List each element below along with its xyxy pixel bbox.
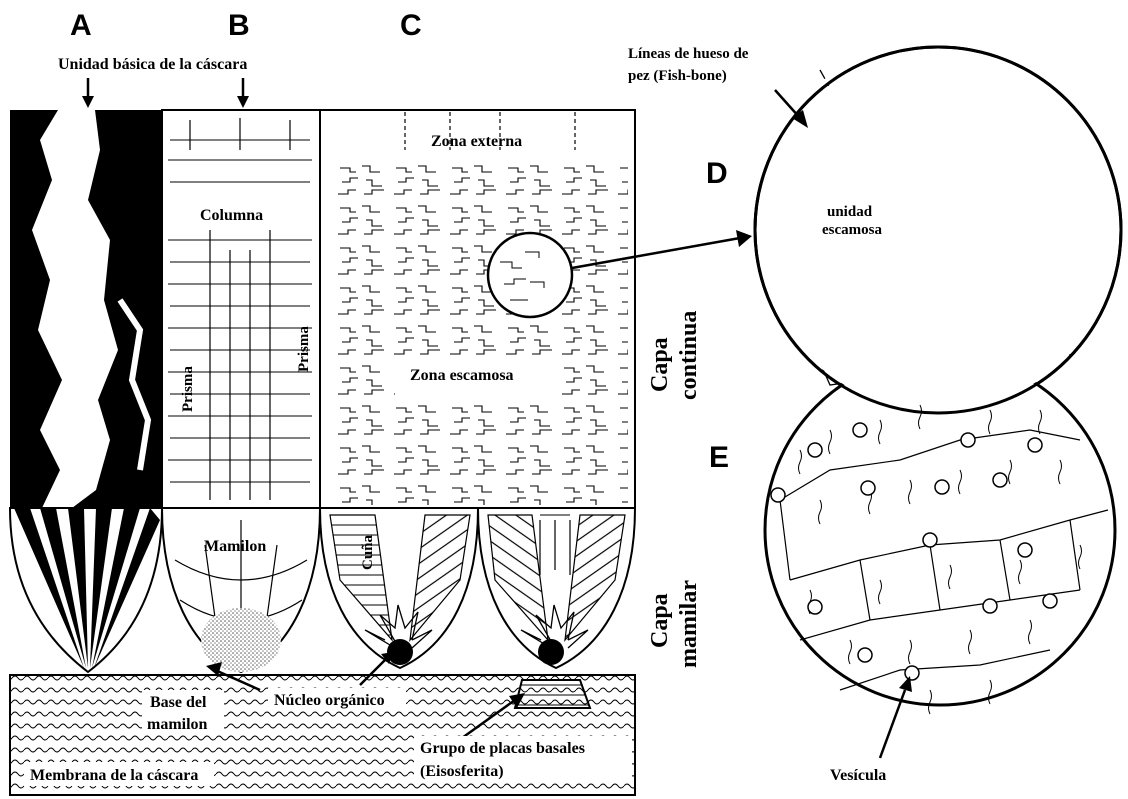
panel-letter-d: D: [706, 157, 728, 190]
label-capa-mamilar-1: Capa: [647, 593, 673, 648]
panel-letter-c: C: [400, 9, 422, 42]
label-zona-escamosa: Zona escamosa: [410, 367, 514, 384]
label-grupo-2: (Eisosferita): [420, 763, 504, 780]
label-lineas-2: pez (Fish-bone): [628, 68, 727, 84]
label-unidad-escamosa-2: escamosa: [822, 222, 882, 238]
label-columna: Columna: [200, 207, 263, 224]
label-lineas-1: Líneas de hueso de: [628, 46, 749, 62]
label-unidad-basica: Unidad básica de la cáscara: [58, 56, 247, 73]
label-prisma-right: Prisma: [296, 326, 312, 372]
label-capa-continua-1: Capa: [647, 337, 673, 392]
label-mamilon: Mamilon: [204, 538, 266, 555]
label-capa-continua-2: continua: [676, 311, 702, 400]
panel-a-basic-unit: [10, 110, 162, 672]
label-membrana: Membrana de la cáscara: [30, 767, 198, 784]
panel-letter-a: A: [70, 9, 92, 42]
label-nucleo: Núcleo orgánico: [274, 692, 385, 709]
label-base-mamilon-1: Base del: [150, 694, 207, 711]
panel-letter-e: E: [709, 441, 729, 474]
label-grupo-1: Grupo de placas basales: [420, 740, 585, 757]
panel-letter-b: B: [228, 9, 250, 42]
label-base-mamilon-2: mamilon: [147, 716, 208, 733]
label-vesicula: Vesícula: [830, 767, 886, 784]
label-capa-mamilar-2: mamilar: [676, 580, 702, 668]
label-unidad-escamosa-1: unidad: [827, 204, 873, 220]
panel-c-column: [320, 110, 635, 708]
label-cuna: Cuña: [360, 534, 376, 570]
label-zona-externa: Zona externa: [431, 133, 522, 150]
panel-e-vesicle-zoom: [755, 47, 1121, 714]
label-prisma-left: Prisma: [180, 366, 196, 412]
